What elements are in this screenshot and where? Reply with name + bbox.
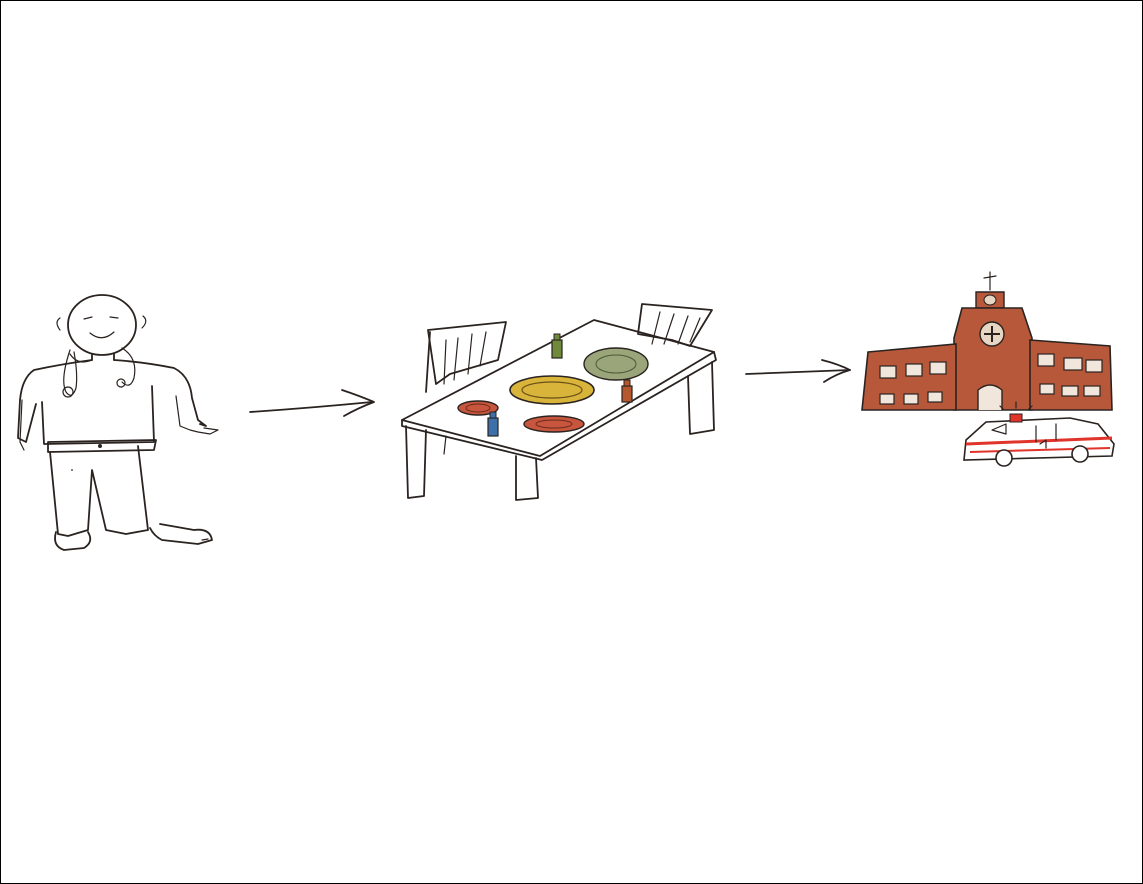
arrow-1-icon [250,390,374,416]
ambulance-icon [964,402,1114,466]
arrow-2-icon [746,360,850,382]
dining-table-icon [402,304,716,500]
hospital-icon [862,272,1112,410]
doctor-icon [18,295,218,550]
